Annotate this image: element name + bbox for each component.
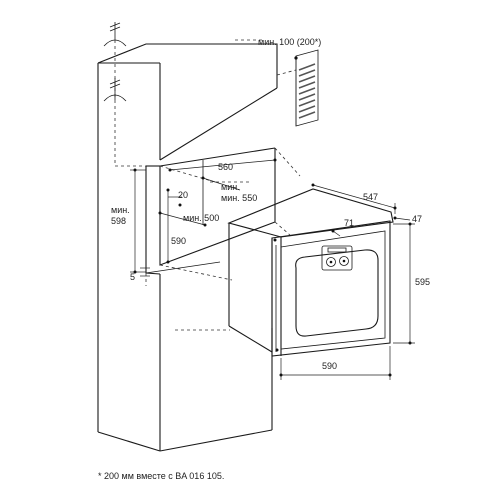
niche-depth-min-label: мин. (221, 182, 240, 192)
control-offset-label: 71 (344, 218, 354, 228)
ventilation-hatch (294, 49, 319, 127)
niche-height-value-label: 598 (111, 216, 126, 226)
level-symbol-mid (103, 78, 127, 102)
front-projection-label: 47 (412, 214, 422, 224)
level-symbol-top (103, 22, 127, 47)
tall-cabinet (97, 43, 278, 452)
niche-depth-500-label: мин. 500 (183, 213, 219, 223)
offset-20-label: 20 (178, 190, 188, 200)
niche-depth-550-label: мин. 550 (221, 193, 257, 203)
appliance-height-label: 595 (415, 277, 430, 287)
niche-height-prefix-label: мин. (111, 205, 130, 215)
opening-width-label: 590 (171, 236, 186, 246)
dimension-labels: мин. 100 (200*) 560 мин. мин. 550 20 мин… (111, 37, 430, 371)
footnote: * 200 мм вместе с BA 016 105. (98, 471, 225, 481)
niche-width-label: 560 (218, 162, 233, 172)
control-panel (321, 245, 353, 271)
dimension-lines (130, 158, 415, 380)
oven-appliance (227, 188, 394, 357)
reference-lines (114, 39, 301, 331)
appliance-width-label: 590 (322, 361, 337, 371)
right-knob-icon (339, 256, 349, 266)
left-knob-icon (326, 257, 336, 267)
appliance-depth-label: 547 (363, 192, 378, 202)
oven-window (295, 249, 379, 337)
vent-gap-label: мин. 100 (200*) (258, 37, 321, 47)
gap-5-label: 5 (130, 272, 135, 282)
